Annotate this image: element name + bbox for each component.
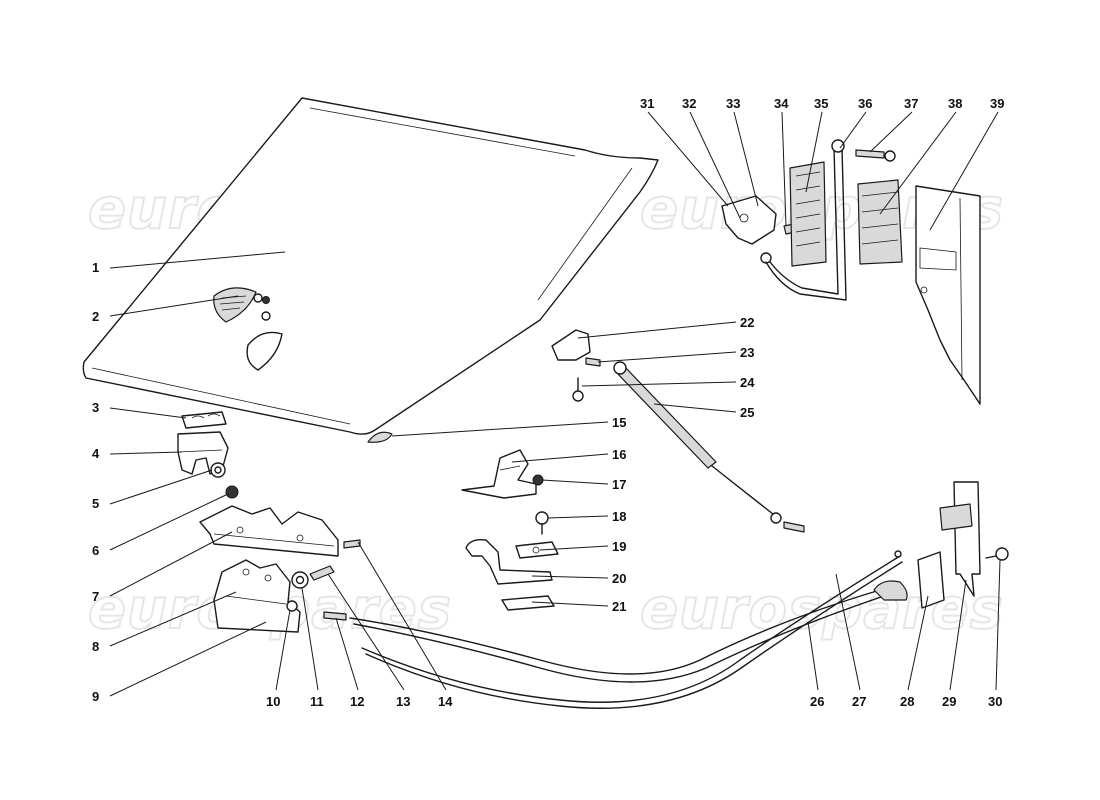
callout-8: 8 bbox=[92, 639, 99, 654]
part-39-panel bbox=[915, 185, 981, 405]
part-31-33-bracket bbox=[721, 195, 777, 264]
part-12-bolt bbox=[323, 611, 347, 621]
part-16-bracket bbox=[461, 449, 537, 499]
part-14-screw bbox=[343, 539, 361, 549]
callout-31: 31 bbox=[640, 96, 654, 111]
callout-7: 7 bbox=[92, 589, 99, 604]
part-13-bolt bbox=[309, 565, 335, 581]
callout-15: 15 bbox=[612, 415, 626, 430]
callout-6: 6 bbox=[92, 543, 99, 558]
callout-34: 34 bbox=[774, 96, 789, 111]
callout-28: 28 bbox=[900, 694, 914, 709]
part-38-buffer bbox=[857, 179, 903, 265]
part-24-screw bbox=[572, 377, 584, 402]
part-22-bracket bbox=[551, 329, 591, 361]
part-21-plate bbox=[501, 595, 555, 611]
callout-16: 16 bbox=[612, 447, 626, 462]
badge-recess bbox=[246, 331, 283, 371]
callout-14: 14 bbox=[438, 694, 453, 709]
part-19-plate bbox=[515, 541, 559, 559]
part-3-clip bbox=[181, 411, 227, 429]
bonnet-panel bbox=[82, 97, 659, 435]
part-15-cap bbox=[367, 431, 393, 443]
part-5-washer bbox=[210, 462, 226, 478]
callout-37: 37 bbox=[904, 96, 918, 111]
callout-24: 24 bbox=[740, 375, 755, 390]
callout-25: 25 bbox=[740, 405, 754, 420]
callout-labels: 1 2 3 4 5 6 7 8 9 10 11 12 13 14 15 16 1… bbox=[92, 96, 1004, 709]
callout-19: 19 bbox=[612, 539, 626, 554]
part-26-handle bbox=[873, 580, 908, 601]
callout-18: 18 bbox=[612, 509, 626, 524]
part-11-washer bbox=[291, 571, 309, 589]
part-6-nut bbox=[225, 485, 239, 499]
callout-5: 5 bbox=[92, 496, 99, 511]
leader-lines bbox=[109, 111, 1001, 697]
callout-13: 13 bbox=[396, 694, 410, 709]
part-35-pad bbox=[789, 161, 827, 267]
callout-30: 30 bbox=[988, 694, 1002, 709]
part-20-hook bbox=[465, 538, 553, 585]
part-29-lever-bracket bbox=[939, 481, 981, 597]
part-7-latch-plate bbox=[199, 505, 339, 557]
callout-36: 36 bbox=[858, 96, 872, 111]
callout-39: 39 bbox=[990, 96, 1004, 111]
part-30-screw bbox=[985, 547, 1009, 561]
part-37-bolt bbox=[855, 149, 896, 162]
callout-3: 3 bbox=[92, 400, 99, 415]
part-10-screw bbox=[286, 600, 298, 612]
callout-35: 35 bbox=[814, 96, 828, 111]
callout-26: 26 bbox=[810, 694, 824, 709]
callout-32: 32 bbox=[682, 96, 696, 111]
part-25-gas-strut bbox=[613, 361, 805, 533]
callout-17: 17 bbox=[612, 477, 626, 492]
callout-33: 33 bbox=[726, 96, 740, 111]
callout-10: 10 bbox=[266, 694, 280, 709]
part-28-plate bbox=[917, 551, 945, 609]
callout-27: 27 bbox=[852, 694, 866, 709]
callout-2: 2 bbox=[92, 309, 99, 324]
callout-38: 38 bbox=[948, 96, 962, 111]
part-17-bolt bbox=[532, 474, 544, 486]
callout-21: 21 bbox=[612, 599, 626, 614]
callout-12: 12 bbox=[350, 694, 364, 709]
callout-20: 20 bbox=[612, 571, 626, 586]
part-26-27-release-cables bbox=[349, 550, 903, 709]
callout-1: 1 bbox=[92, 260, 99, 275]
callout-9: 9 bbox=[92, 689, 99, 704]
callout-23: 23 bbox=[740, 345, 754, 360]
callout-11: 11 bbox=[310, 694, 324, 709]
callout-22: 22 bbox=[740, 315, 754, 330]
callout-29: 29 bbox=[942, 694, 956, 709]
part-36-rod bbox=[765, 139, 847, 301]
part-23-screw bbox=[585, 357, 601, 367]
callout-4: 4 bbox=[92, 446, 100, 461]
part-18-screw bbox=[535, 511, 549, 535]
